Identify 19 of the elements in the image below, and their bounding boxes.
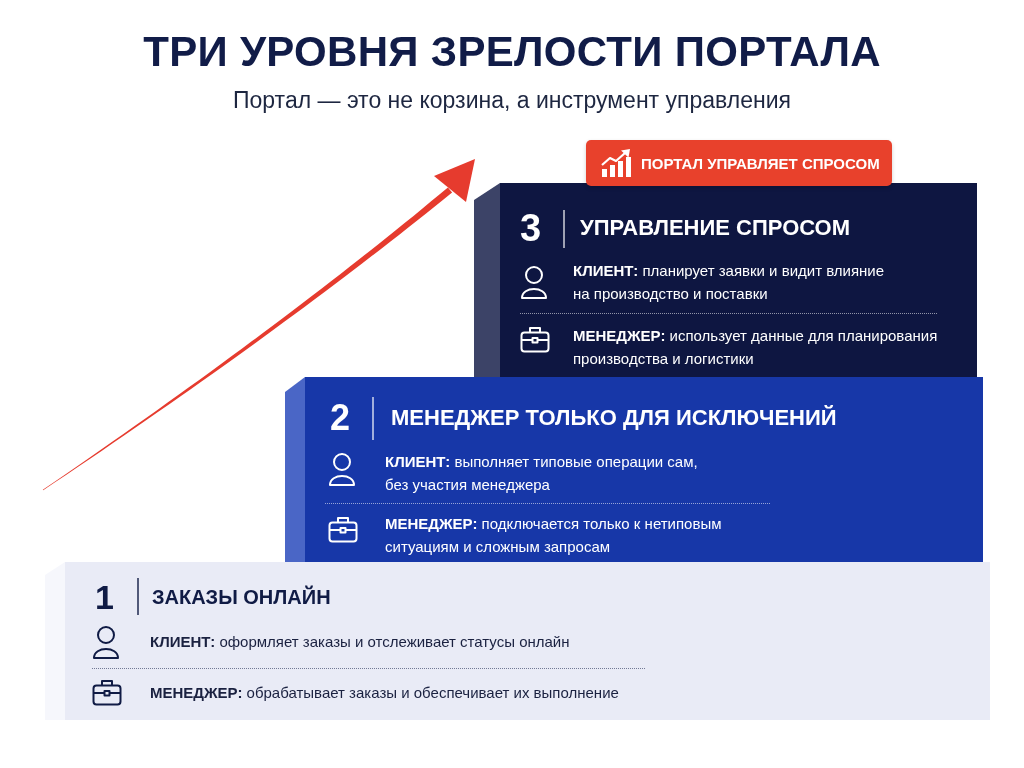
role-description: МЕНЕДЖЕР: использует данные для планирования производства и логистики — [573, 326, 939, 369]
role-description: КЛИЕНТ: оформляет заказы и отслеживает статусы онлайн — [150, 632, 571, 652]
diagram-title: ТРИ УРОВНЯ ЗРЕЛОСТИ ПОРТАЛА — [143, 31, 881, 73]
step-number: 2 — [330, 400, 351, 436]
step-heading: МЕНЕДЖЕР ТОЛЬКО ДЛЯ ИСКЛЮЧЕНИЙ — [391, 407, 837, 429]
step-block — [45, 562, 990, 720]
step-block — [474, 183, 977, 378]
role-description: КЛИЕНТ: планирует заявки и видит влияние на производство и поставки — [573, 261, 886, 304]
step-heading: ЗАКАЗЫ ОНЛАЙН — [152, 587, 331, 607]
subtitle: Портал — это не корзина, а инструмент управления — [233, 88, 791, 113]
step-number: 3 — [520, 209, 542, 247]
role-description: МЕНЕДЖЕР: обрабатывает заказы и обеспечивает их выполнение — [150, 683, 620, 703]
role-description: МЕНЕДЖЕР: подключается только к нетиповым ситуациям и сложным запросам — [385, 514, 723, 557]
status-banner — [586, 140, 892, 186]
step-heading: УПРАВЛЕНИЕ СПРОСОМ — [580, 217, 851, 239]
step-block — [285, 377, 983, 562]
banner-label: ПОРТАЛ УПРАВЛЯЕТ СПРОСОМ — [641, 155, 880, 171]
step-number: 1 — [95, 580, 114, 614]
role-description: КЛИЕНТ: выполняет типовые операции сам, без участия менеджера — [385, 452, 699, 495]
